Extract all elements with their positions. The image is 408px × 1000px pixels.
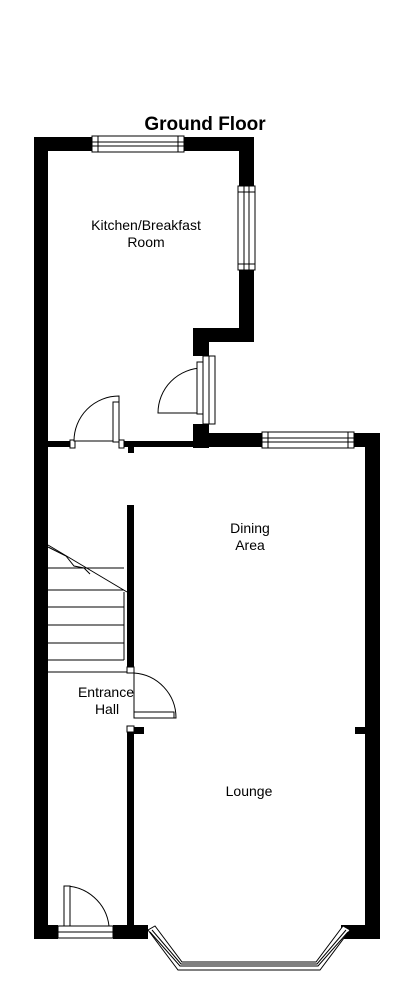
dining-window [261,431,355,449]
bay-window [147,925,351,971]
room-label-kitchen: Kitchen/Breakfast [91,217,201,233]
staircase [47,544,128,673]
front-door [63,885,110,927]
room-label-kitchen-line2: Room [127,234,164,250]
floor-title: Ground Floor [144,114,266,135]
windows [57,135,355,939]
doors [63,361,204,927]
room-label-dining: Dining [230,520,270,536]
kitchen-hall-door [73,395,120,443]
hall-lounge-door [133,672,177,719]
exterior-walls [34,137,380,939]
kitchen-top-window [91,135,185,153]
room-label-entrance-line2: Hall [95,701,119,717]
front-door-frame [57,925,114,939]
room-label-lounge: Lounge [226,783,273,799]
room-label-entrance: Entrance [78,684,134,700]
kitchen-side-window [237,185,256,271]
kitchen-side-door-frame [202,355,216,425]
room-label-dining-line2: Area [235,537,265,553]
interior-walls [48,441,365,925]
kitchen-side-door [157,361,204,415]
